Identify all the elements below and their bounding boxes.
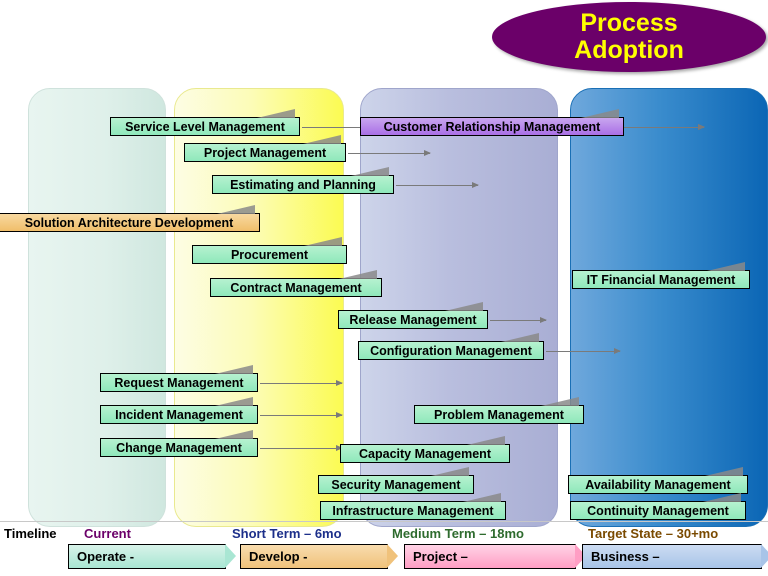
process-box[interactable]: Estimating and Planning [212, 167, 394, 194]
process-box-label: Service Level Management [125, 119, 285, 134]
corner-fold-icon [303, 135, 341, 144]
process-box-label: Infrastructure Management [332, 503, 494, 518]
process-box-label: Availability Management [585, 477, 731, 492]
stage-chevron-develop: Develop - [240, 544, 398, 569]
process-box-label: IT Financial Management [586, 272, 736, 287]
process-box-label: Request Management [114, 375, 244, 390]
timeline-label-medium-term: Medium Term – 18mo [392, 526, 524, 541]
process-box[interactable]: Capacity Management [340, 436, 510, 463]
slide-title: Process Adoption [492, 2, 766, 72]
process-arrow [260, 412, 343, 418]
chevron-tip-icon [387, 544, 398, 568]
process-box-label: Release Management [349, 312, 477, 327]
corner-fold-icon [501, 333, 539, 342]
corner-fold-icon [463, 493, 501, 502]
process-box[interactable]: Availability Management [568, 467, 748, 494]
process-arrow [396, 182, 479, 188]
corner-fold-icon [581, 109, 619, 118]
corner-fold-icon [215, 365, 253, 374]
corner-fold-icon [351, 167, 389, 176]
process-box[interactable]: Release Management [338, 302, 488, 329]
corner-fold-icon [304, 237, 342, 246]
chevron-tip-icon [761, 544, 768, 568]
timeline-label-current: Current [84, 526, 131, 541]
process-box-label: Customer Relationship Management [383, 119, 601, 134]
process-arrow [490, 317, 547, 323]
phase-band-current [28, 88, 166, 527]
corner-fold-icon [215, 397, 253, 406]
process-box[interactable]: IT Financial Management [572, 262, 750, 289]
stage-label-operate: Operate - [77, 549, 135, 564]
corner-fold-icon [703, 493, 741, 502]
process-arrow [260, 445, 343, 451]
process-box-label: Problem Management [434, 407, 564, 422]
process-arrow [260, 380, 343, 386]
slide-title-line-1: Process [580, 9, 678, 37]
process-arrow [626, 124, 705, 130]
process-box[interactable]: Procurement [192, 237, 347, 264]
stage-label-business: Business – [591, 549, 660, 564]
process-box[interactable]: Project Management [184, 135, 346, 162]
slide-title-line-2: Adoption [574, 36, 684, 64]
corner-fold-icon [541, 397, 579, 406]
process-box-label: Solution Architecture Development [24, 215, 234, 230]
process-box-label: Continuity Management [587, 503, 729, 518]
stage-chevron-project: Project – [404, 544, 586, 569]
stage-label-develop: Develop - [249, 549, 308, 564]
process-box-label: Contract Management [230, 280, 362, 295]
process-box-label: Project Management [203, 145, 327, 160]
chevron-tip-icon [575, 544, 586, 568]
process-box-label: Incident Management [115, 407, 243, 422]
process-box-label: Procurement [230, 247, 309, 262]
corner-fold-icon [705, 467, 743, 476]
process-box[interactable]: Problem Management [414, 397, 584, 424]
process-box[interactable]: Continuity Management [570, 493, 746, 520]
chevron-tip-icon [225, 544, 236, 568]
timeline-label-short-term: Short Term – 6mo [232, 526, 342, 541]
corner-fold-icon [217, 205, 255, 214]
corner-fold-icon [431, 467, 469, 476]
stage-label-project: Project – [413, 549, 468, 564]
corner-fold-icon [257, 109, 295, 118]
phase-band-target-state [570, 88, 768, 527]
process-box[interactable]: Service Level Management [110, 109, 300, 136]
corner-fold-icon [467, 436, 505, 445]
corner-fold-icon [215, 430, 253, 439]
process-arrow [348, 150, 431, 156]
timeline-axis-label: Timeline [4, 526, 57, 541]
process-box[interactable]: Change Management [100, 430, 258, 457]
corner-fold-icon [707, 262, 745, 271]
process-box[interactable]: Solution Architecture Development [0, 205, 260, 232]
footer-divider [0, 521, 768, 522]
process-box[interactable]: Infrastructure Management [320, 493, 506, 520]
stage-chevron-operate: Operate - [68, 544, 236, 569]
corner-fold-icon [445, 302, 483, 311]
stage-chevron-business: Business – [582, 544, 768, 569]
process-box[interactable]: Configuration Management [358, 333, 544, 360]
process-box-label: Capacity Management [359, 446, 491, 461]
process-box-label: Change Management [116, 440, 242, 455]
process-box-label: Security Management [331, 477, 461, 492]
corner-fold-icon [339, 270, 377, 279]
process-box[interactable]: Contract Management [210, 270, 382, 297]
process-box[interactable]: Customer Relationship Management [360, 109, 624, 136]
process-box-label: Configuration Management [370, 343, 532, 358]
timeline-label-target-state: Target State – 30+mo [588, 526, 719, 541]
process-box[interactable]: Security Management [318, 467, 474, 494]
process-arrow [546, 348, 621, 354]
process-box[interactable]: Request Management [100, 365, 258, 392]
process-box[interactable]: Incident Management [100, 397, 258, 424]
process-box-label: Estimating and Planning [230, 177, 376, 192]
